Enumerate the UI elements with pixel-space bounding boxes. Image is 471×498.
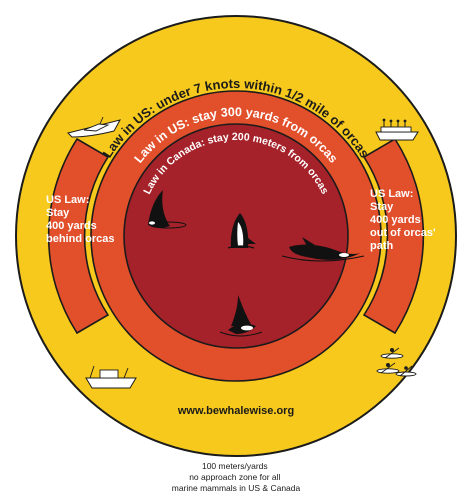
kayaks-icon [376,347,417,377]
fishing-boat-icon [85,365,137,389]
side-zone-left [47,137,110,335]
footer-note: 100 meters/yards no approach zone for al… [172,461,301,493]
orca-dorsal-fin-icon-bottom [219,295,263,337]
whale-watch-boat-icon [375,118,419,141]
website-url: www.bewhalewise.org [177,405,294,417]
orca-dorsal-fin-icon [148,190,187,229]
orca-surfacing-icon [281,237,365,262]
orca-spyhop-icon [227,213,256,249]
side-zone-right [362,137,425,335]
motor-yacht-icon [67,116,121,138]
right-side-label: US Law: Stay 400 yards out of orcas' pat… [370,188,439,252]
left-side-label: US Law: Stay 400 yards behind orcas [46,194,114,245]
